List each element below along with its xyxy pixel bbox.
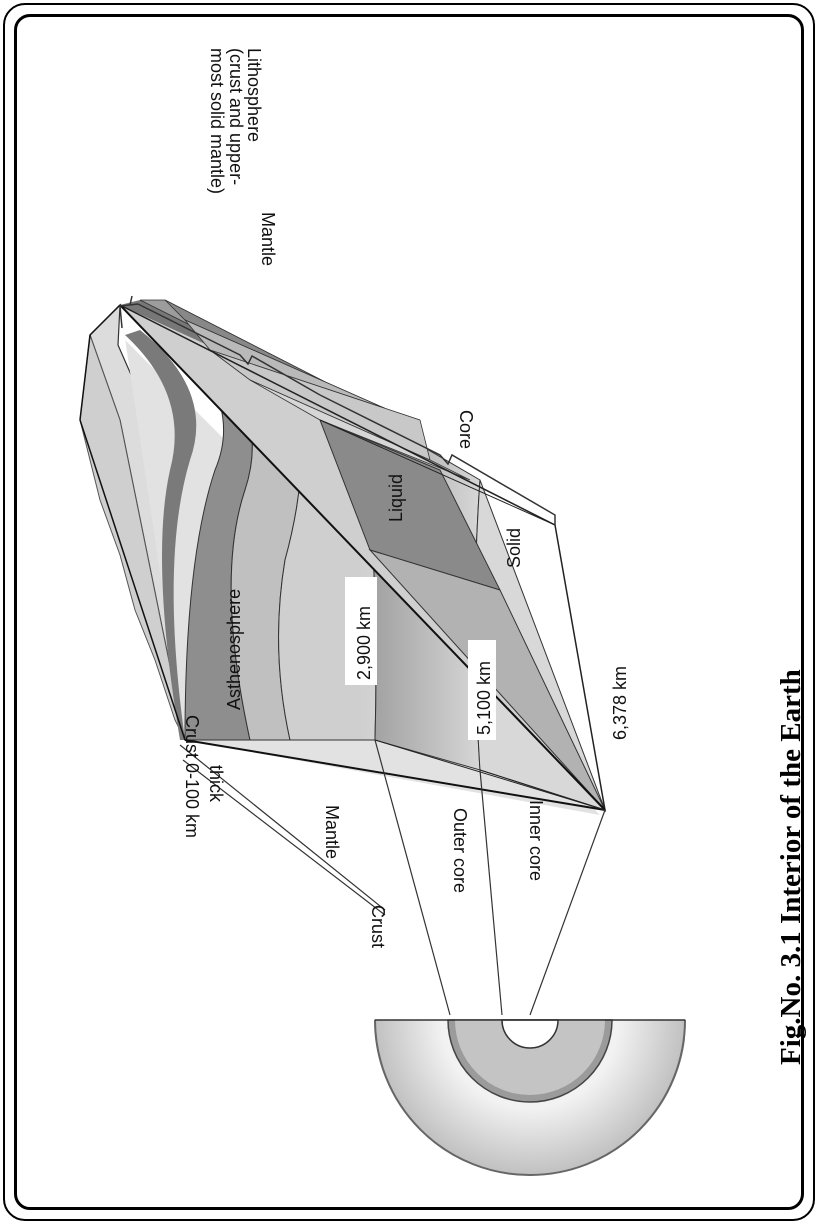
inner-core-label: Inner core: [526, 800, 546, 881]
lithosphere-brace: [119, 295, 139, 329]
outer-core-label: Outer core: [450, 808, 470, 893]
mantle-brace: [137, 303, 321, 396]
lithosphere-label-line2: (crust and upper-: [226, 48, 246, 185]
core-label: Core: [456, 410, 476, 449]
depth-label-2900: 2,900 km: [354, 606, 374, 680]
inner-border: [14, 14, 804, 1210]
liquid-label: Liquid: [386, 474, 406, 522]
depth-label-5100: 5,100 km: [474, 661, 494, 735]
lithosphere-label-line1: Lithosphere: [244, 48, 264, 142]
figure-caption: Fig.No. 3.1 Interior of the Earth: [775, 669, 807, 1065]
crust-label: Crust: [368, 905, 388, 948]
solid-label: Solid: [504, 528, 524, 568]
crust-thickness-label-line1: Crust 0-100 km: [182, 715, 202, 838]
cross-section-crust: [374, 1019, 686, 1176]
cross-section-inner-core: [501, 1019, 559, 1049]
outer-border: [3, 3, 815, 1221]
diagram-labels: Lithosphere (crust and upper- most solid…: [182, 48, 807, 1065]
lithosphere-label-line3: most solid mantle): [207, 48, 227, 194]
core-brace: [319, 394, 556, 525]
connector-lines: [179, 739, 606, 1016]
cross-section-semicircle: [374, 1019, 686, 1176]
crust-thickness-label-line2: thick: [206, 765, 226, 803]
depth-label-6378: 6,378 km: [610, 666, 630, 740]
earth-wedge-block: [79, 299, 607, 815]
mantle-top-label: Mantle: [258, 212, 278, 266]
mantle-left-label: Mantle: [322, 805, 342, 859]
layer-braces: [119, 295, 556, 525]
asthenosphere-label: Asthenosphere: [224, 589, 244, 710]
